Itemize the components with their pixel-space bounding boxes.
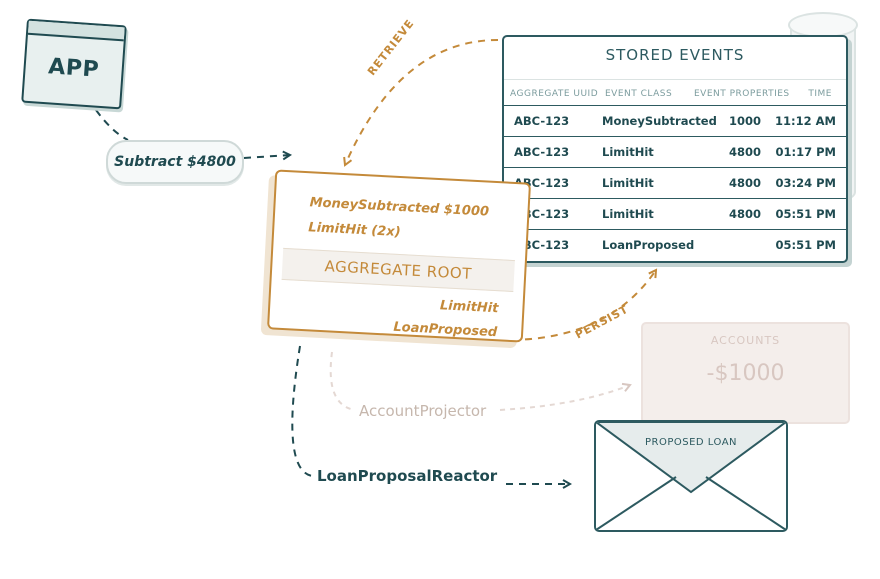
column-header: TIME xyxy=(808,89,832,99)
cell-event-class: MoneySubtracted xyxy=(602,114,717,128)
reactor-line xyxy=(291,345,313,477)
account-projector-label: AccountProjector xyxy=(359,402,487,420)
table-row: ABC-123 LoanProposed 05:51 PM xyxy=(504,229,846,260)
aggregate-root-card: MoneySubtracted $1000 LimitHit (2x) AGGR… xyxy=(266,169,532,343)
persist-arrow xyxy=(511,270,656,341)
past-event: MoneySubtracted $1000 xyxy=(309,195,490,220)
projector-arrow xyxy=(499,385,630,411)
stored-events-card: STORED EVENTS AGGREGATE UUID EVENT CLASS… xyxy=(502,35,848,263)
envelope-icon xyxy=(596,422,786,530)
cell-time: 05:51 PM xyxy=(775,207,836,221)
accounts-title: ACCOUNTS xyxy=(710,334,781,347)
app-window: APP xyxy=(21,18,127,110)
table-row: ABC-123 LimitHit 4800 05:51 PM xyxy=(504,198,846,229)
cell-event-class: LimitHit xyxy=(602,207,654,221)
app-label: APP xyxy=(47,54,100,83)
cell-event-class: LoanProposed xyxy=(602,238,695,252)
projector-line xyxy=(329,351,356,411)
cell-time: 03:24 PM xyxy=(775,176,836,190)
app-to-command-line xyxy=(95,109,129,141)
table-row: ABC-123 LimitHit 4800 01:17 PM xyxy=(504,136,846,167)
table-row: ABC-123 MoneySubtracted 1000 11:12 AM xyxy=(504,105,846,136)
accounts-card: ACCOUNTS -$1000 xyxy=(641,322,850,424)
stored-events-title: STORED EVENTS xyxy=(605,46,745,64)
cell-event-class: LimitHit xyxy=(602,176,654,190)
stored-events-header: AGGREGATE UUID EVENT CLASS EVENT PROPERT… xyxy=(504,79,846,106)
column-header: EVENT PROPERTIES xyxy=(694,89,790,99)
new-event: LimitHit xyxy=(439,298,499,317)
accounts-value: -$1000 xyxy=(706,361,785,386)
past-event: LimitHit (2x) xyxy=(307,220,401,241)
cell-time: 05:51 PM xyxy=(775,238,836,252)
cell-properties: 4800 xyxy=(729,176,762,190)
cell-properties: 4800 xyxy=(729,207,762,221)
table-row: ABC-123 LimitHit 4800 03:24 PM xyxy=(504,167,846,198)
command-to-aggregate-arrow xyxy=(243,155,290,158)
cell-properties: 1000 xyxy=(729,114,762,128)
app-window-titlebar xyxy=(27,20,125,42)
cell-time: 11:12 AM xyxy=(775,114,836,128)
command-pill: Subtract $4800 xyxy=(106,140,244,184)
cell-uuid: ABC-123 xyxy=(514,114,570,128)
cell-uuid: ABC-123 xyxy=(514,145,570,159)
envelope-label: PROPOSED LOAN xyxy=(644,437,738,448)
aggregate-root-title: AGGREGATE ROOT xyxy=(281,247,515,293)
cell-time: 01:17 PM xyxy=(775,145,836,159)
column-header: EVENT CLASS xyxy=(605,89,673,99)
cell-event-class: LimitHit xyxy=(602,145,654,159)
column-header: AGGREGATE UUID xyxy=(510,89,599,99)
loan-proposal-reactor-label: LoanProposalReactor xyxy=(317,467,498,485)
retrieve-arrow xyxy=(345,39,499,165)
proposed-loan-envelope: PROPOSED LOAN xyxy=(594,420,788,532)
cell-properties: 4800 xyxy=(729,145,762,159)
